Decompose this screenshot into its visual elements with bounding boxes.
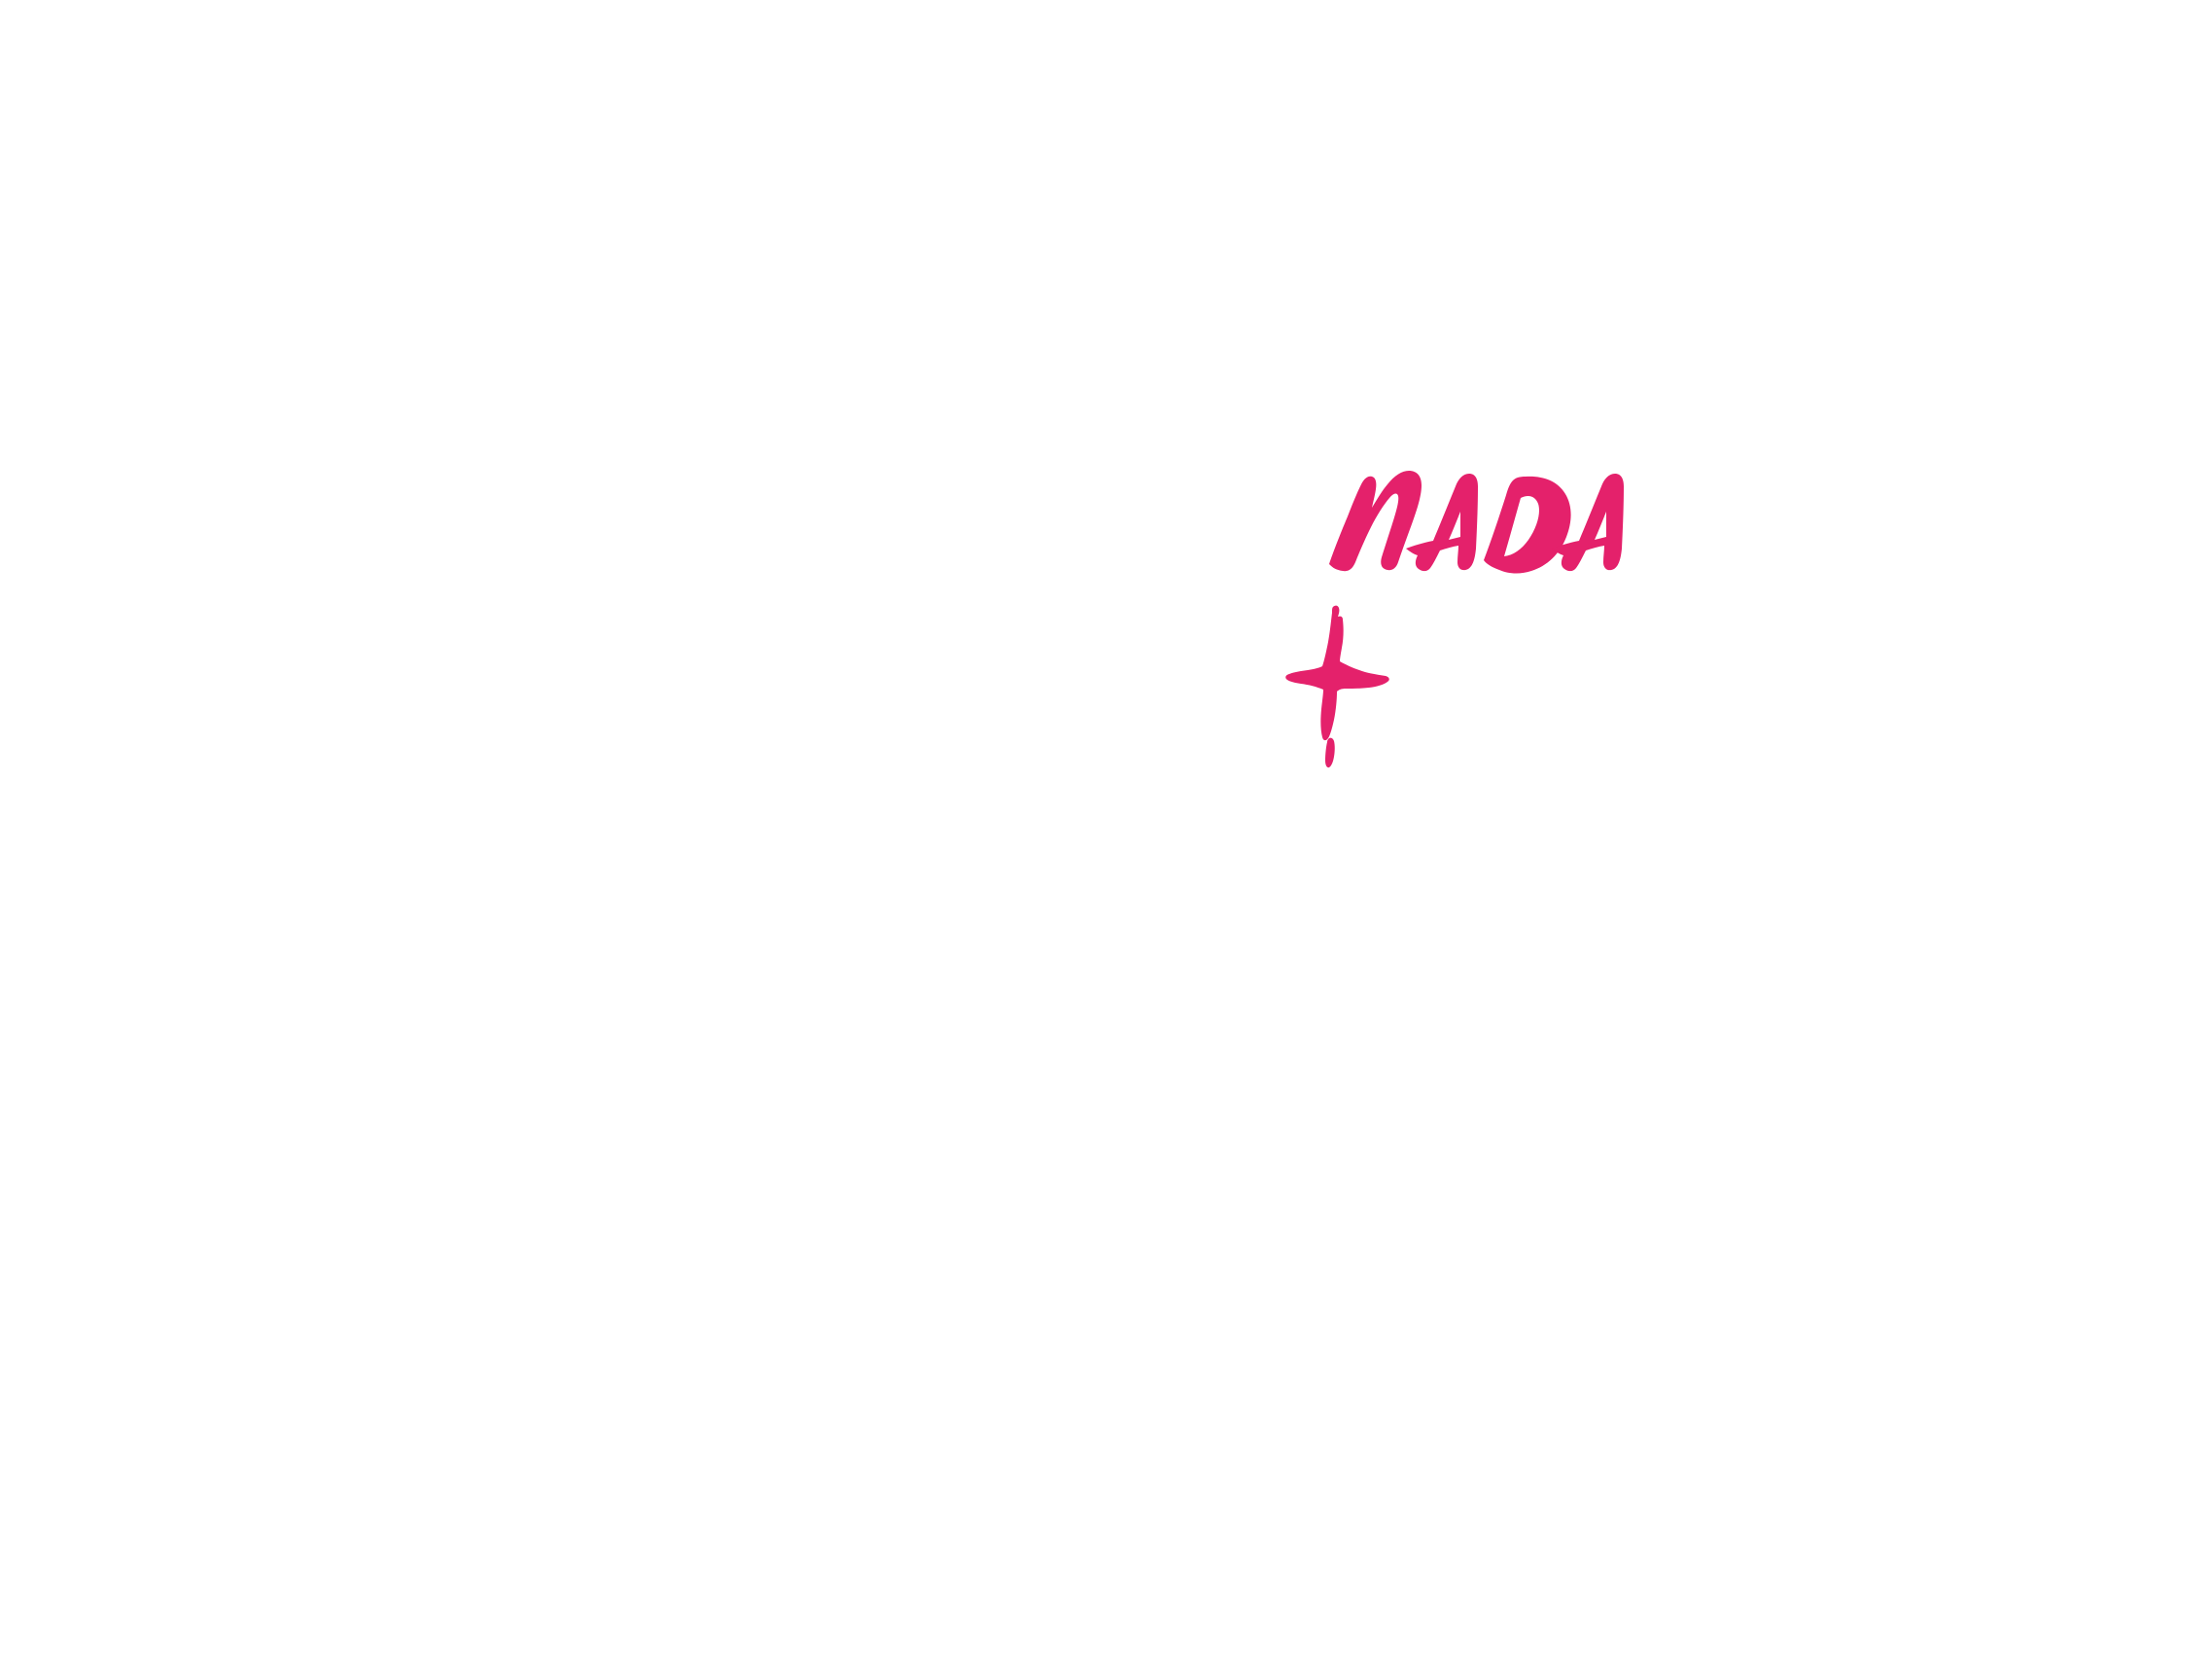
wordmark-nada-svg bbox=[1329, 471, 1624, 574]
wordmark-letter-d bbox=[1484, 476, 1571, 574]
four-point-sparkle-icon bbox=[1285, 605, 1389, 768]
sparkle-star-shape bbox=[1285, 605, 1389, 741]
wordmark-letter-a-1 bbox=[1406, 474, 1478, 572]
wordmark-letter-n bbox=[1329, 471, 1422, 572]
sparkle-drip-shape bbox=[1325, 737, 1335, 768]
brand-wordmark: NADA bbox=[1320, 463, 1632, 578]
wordmark-letter-a-2 bbox=[1552, 474, 1624, 572]
brand-sparkle bbox=[1285, 601, 1398, 776]
